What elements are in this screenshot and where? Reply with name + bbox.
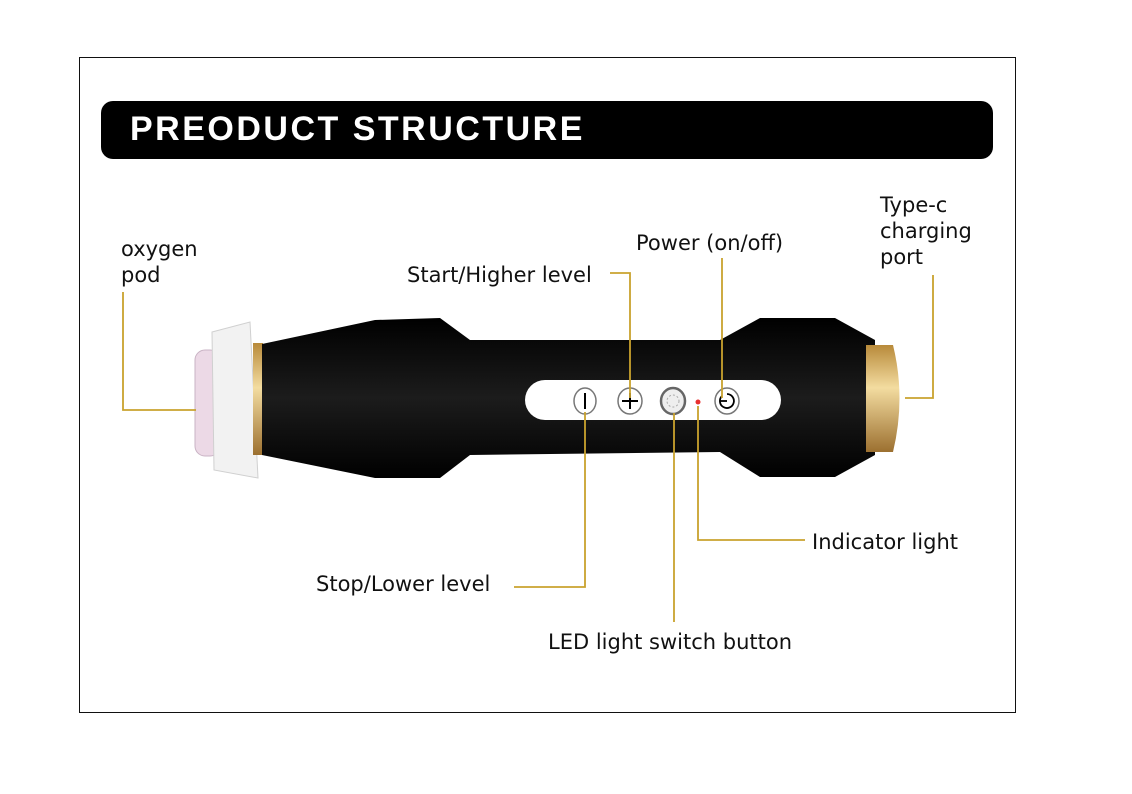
diagram-title: PREODUCT STRUCTURE [130, 110, 585, 148]
diagram-frame [79, 57, 1016, 713]
indicator-light [695, 399, 701, 405]
clear-cup [211, 321, 259, 479]
leader-type-c [905, 275, 934, 399]
title-banner: PREODUCT STRUCTURE [101, 101, 993, 159]
power-button[interactable] [714, 387, 740, 415]
label-line: charging [880, 219, 972, 243]
label-power: Power (on/off) [636, 231, 784, 255]
label-line: Type-c [880, 193, 948, 217]
control-panel [525, 380, 781, 420]
label-line: pod [121, 263, 161, 287]
label-led-switch: LED light switch button [548, 630, 793, 654]
label-start-higher: Start/Higher level [407, 263, 592, 287]
led-switch-button[interactable] [659, 386, 687, 416]
label-line: port [880, 245, 924, 269]
stop-lower-button[interactable] [573, 387, 597, 415]
label-type-c: Type-c charging port [880, 192, 972, 270]
label-indicator: Indicator light [812, 530, 959, 554]
label-stop-lower: Stop/Lower level [316, 572, 491, 596]
leader-lines [122, 258, 934, 622]
label-oxygen-pod: oxygen pod [121, 236, 198, 288]
leader-oxygen-pod [122, 292, 196, 411]
leader-indicator [697, 406, 805, 541]
leader-stop-lower [514, 412, 586, 588]
left-gold-ring [253, 343, 263, 455]
leader-start-higher [610, 272, 631, 398]
label-line: oxygen [121, 237, 198, 261]
type-c-port-cap [866, 345, 900, 452]
